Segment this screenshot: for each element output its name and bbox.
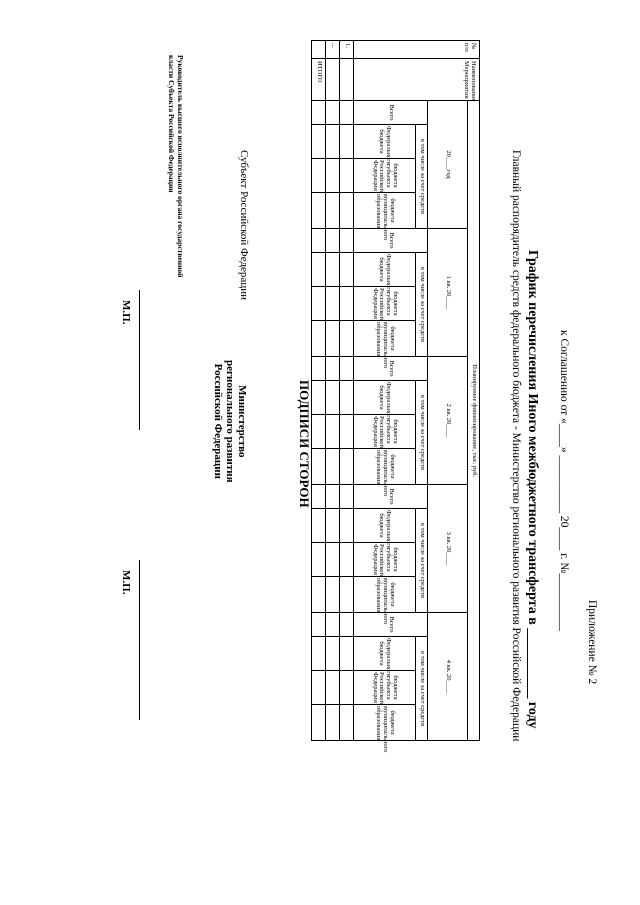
mun-header: бюджета муниципального образования: [353, 704, 416, 752]
stamp-label-left: М.П.: [120, 300, 132, 325]
subj-header: бюджета субъекта Российской Федерации: [353, 414, 416, 449]
period-q4: 4 кв. 20____: [427, 612, 468, 741]
transfer-schedule-table: № п/п Наименование Мероприятия Планируем…: [311, 40, 480, 752]
signatures-heading: ПОДПИСИ СТОРОН: [297, 380, 312, 508]
total-header: Всего: [353, 484, 428, 509]
total-header: Всего: [353, 228, 428, 253]
total-header: Всего: [353, 100, 428, 125]
agreement-line: к Соглашению от «____» __________ 20____…: [558, 330, 570, 631]
period-q2: 2 кв. 20____: [427, 356, 468, 485]
fed-header: Федерального бюджета: [353, 636, 416, 677]
period-q3: 3 кв. 20____: [427, 484, 468, 613]
mun-header: бюджета муниципального образования: [353, 320, 416, 368]
incl-header: в том числе за счет средств: [415, 380, 428, 485]
subj-header: бюджета субъекта Российской Федерации: [353, 670, 416, 705]
signature-line-left: [139, 290, 140, 430]
total-header: Всего: [353, 356, 428, 381]
ministry-line-3: Российской Федерации: [212, 363, 224, 479]
fed-header: Федерального бюджета: [353, 252, 416, 293]
stamp-label-right: М.П.: [120, 570, 132, 595]
document-subtitle: Главный распорядитель средств федерально…: [510, 150, 522, 742]
head-title: Руководитель высшего исполнительного орг…: [167, 55, 185, 278]
incl-header: в том числе за счет средств: [415, 124, 428, 229]
row-num: ...: [325, 40, 340, 59]
period-year: 20____год: [427, 100, 468, 229]
header-name: Наименование Мероприятия: [353, 58, 480, 102]
subject-label: Субъект Российской Федерации: [238, 150, 250, 300]
fed-header: Федерального бюджета: [353, 380, 416, 421]
mun-header: бюджета муниципального образования: [353, 448, 416, 496]
row-total-label: ИТОГО: [311, 58, 326, 101]
appendix-label: Приложение № 2: [586, 600, 598, 685]
document-title: График перечисления Иного межбюджетного …: [525, 250, 540, 729]
incl-header: в том числе за счет средств: [415, 636, 428, 741]
incl-header: в том числе за счет средств: [415, 508, 428, 613]
row-num: 1.: [339, 40, 354, 59]
mun-header: бюджета муниципального образования: [353, 192, 416, 240]
header-num: № п/п: [353, 40, 480, 59]
period-q1: 1 кв. 20____: [427, 228, 468, 357]
ministry-line-2: регионального развития: [224, 360, 236, 483]
fed-header: Федерального бюджета: [353, 124, 416, 165]
mun-header: бюджета муниципального образования: [353, 576, 416, 624]
signature-line-right: [139, 560, 140, 720]
subj-header: бюджета субъекта Российской Федерации: [353, 542, 416, 577]
fed-header: Федерального бюджета: [353, 508, 416, 549]
incl-header: в том числе за счет средств: [415, 252, 428, 357]
subj-header: бюджета субъекта Российской Федерации: [353, 286, 416, 321]
ministry-line-1: Министерство: [236, 385, 248, 458]
total-header: Всего: [353, 612, 428, 637]
ministry-block: Министерство регионального развития Росс…: [212, 360, 248, 483]
subj-header: бюджета субъекта Российской Федерации: [353, 158, 416, 193]
header-planned: Планируемое финансирование, тыс. руб.: [467, 100, 480, 741]
